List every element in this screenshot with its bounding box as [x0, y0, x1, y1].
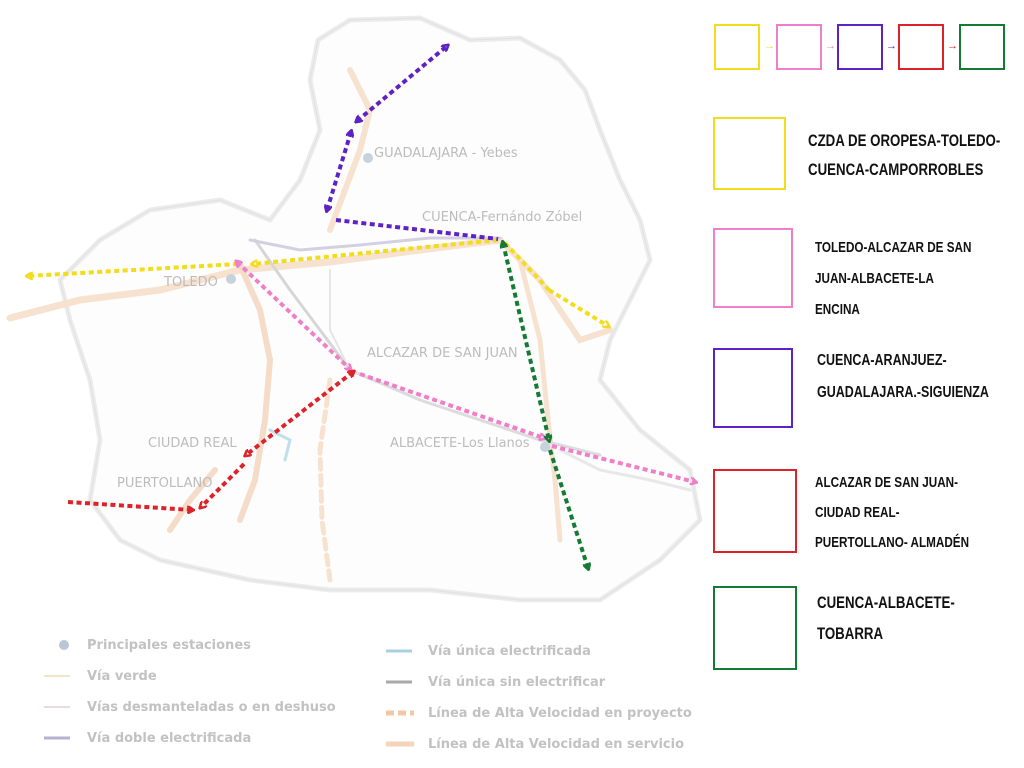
route-label-line: CUENCA-ARANJUEZ- — [817, 352, 947, 369]
route-label-line: CUENCA-CAMPORROBLES — [808, 160, 984, 179]
route-label-line: CZDA DE OROPESA-TOLEDO- — [808, 131, 1001, 150]
station-dot-albacete — [540, 442, 550, 452]
legend-label-unica-electrificada: Vía única electrificada — [428, 644, 591, 659]
route-label-line: GUADALAJARA.-SIGUIENZA — [817, 384, 989, 401]
arrow-right-icon: → — [886, 40, 897, 52]
route-red — [67, 372, 353, 510]
route-label-line: JUAN-ALBACETE-LA — [815, 270, 934, 287]
legend-label-via-verde: Vía verde — [87, 669, 157, 684]
route-key-box-yellow — [713, 117, 786, 190]
route-label-purple: CUENCA-ARANJUEZ- GUADALAJARA.-SIGUIENZA — [817, 345, 989, 409]
city-label-guadalajara: GUADALAJARA - Yebes — [374, 146, 518, 161]
legend-label-alta-velocidad-proyecto: Línea de Alta Velocidad en proyecto — [428, 706, 692, 721]
legend-label-principales-estaciones: Principales estaciones — [87, 638, 251, 653]
route-label-line: TOLEDO-ALCAZAR DE SAN — [815, 239, 972, 256]
city-label-albacete: ALBACETE-Los Llanos — [390, 436, 530, 451]
city-label-cuenca: CUENCA-Fernándo Zóbel — [422, 210, 583, 225]
sequence-box-pink — [776, 24, 822, 70]
legend-dot-symbol — [59, 640, 69, 650]
arrow-right-icon: → — [764, 40, 775, 52]
route-label-line: ENCINA — [815, 301, 860, 318]
route-label-line: PUERTOLLANO- ALMADÉN — [815, 534, 970, 551]
route-label-line: TOBARRA — [817, 624, 884, 643]
route-key-box-purple — [713, 348, 793, 428]
route-label-yellow: CZDA DE OROPESA-TOLEDO- CUENCA-CAMPORROB… — [808, 126, 1000, 184]
arrow-right-icon: → — [825, 40, 836, 52]
route-label-line: ALCAZAR DE SAN JUAN- — [815, 474, 959, 491]
sequence-box-red — [898, 24, 944, 70]
legend-label-unica-sin-electrificar: Vía única sin electrificar — [428, 675, 606, 690]
route-label-pink: TOLEDO-ALCAZAR DE SAN JUAN-ALBACETE-LA E… — [815, 232, 971, 325]
route-label-line: CIUDAD REAL- — [815, 504, 900, 521]
arrow-right-icon: → — [947, 40, 958, 52]
route-key-box-red — [713, 469, 797, 553]
route-label-line: CUENCA-ALBACETE- — [817, 593, 955, 612]
route-key-box-pink — [713, 228, 793, 308]
sequence-box-green — [959, 24, 1005, 70]
legend-label-desmanteladas: Vías desmanteladas o en deshuso — [87, 700, 336, 715]
route-label-red: ALCAZAR DE SAN JUAN- CIUDAD REAL- PUERTO… — [815, 468, 969, 558]
city-label-alcazar: ALCAZAR DE SAN JUAN — [367, 346, 518, 361]
station-dot-toledo — [226, 274, 236, 284]
region-outline — [57, 15, 703, 603]
sequence-box-yellow — [714, 24, 760, 70]
city-label-ciudad-real: CIUDAD REAL — [148, 436, 237, 451]
sequence-box-purple — [837, 24, 883, 70]
route-purple — [327, 46, 499, 241]
route-label-green: CUENCA-ALBACETE- TOBARRA — [817, 587, 955, 649]
route-key-box-green — [713, 586, 797, 670]
city-label-puertollano: PUERTOLLANO — [117, 476, 213, 491]
legend-label-alta-velocidad-servicio: Línea de Alta Velocidad en servicio — [428, 737, 685, 752]
legend-label-doble-electrificada: Vía doble electrificada — [87, 731, 252, 746]
route-green — [503, 243, 588, 568]
city-label-toledo: TOLEDO — [164, 275, 218, 290]
station-dot-guadalajara — [363, 153, 373, 163]
